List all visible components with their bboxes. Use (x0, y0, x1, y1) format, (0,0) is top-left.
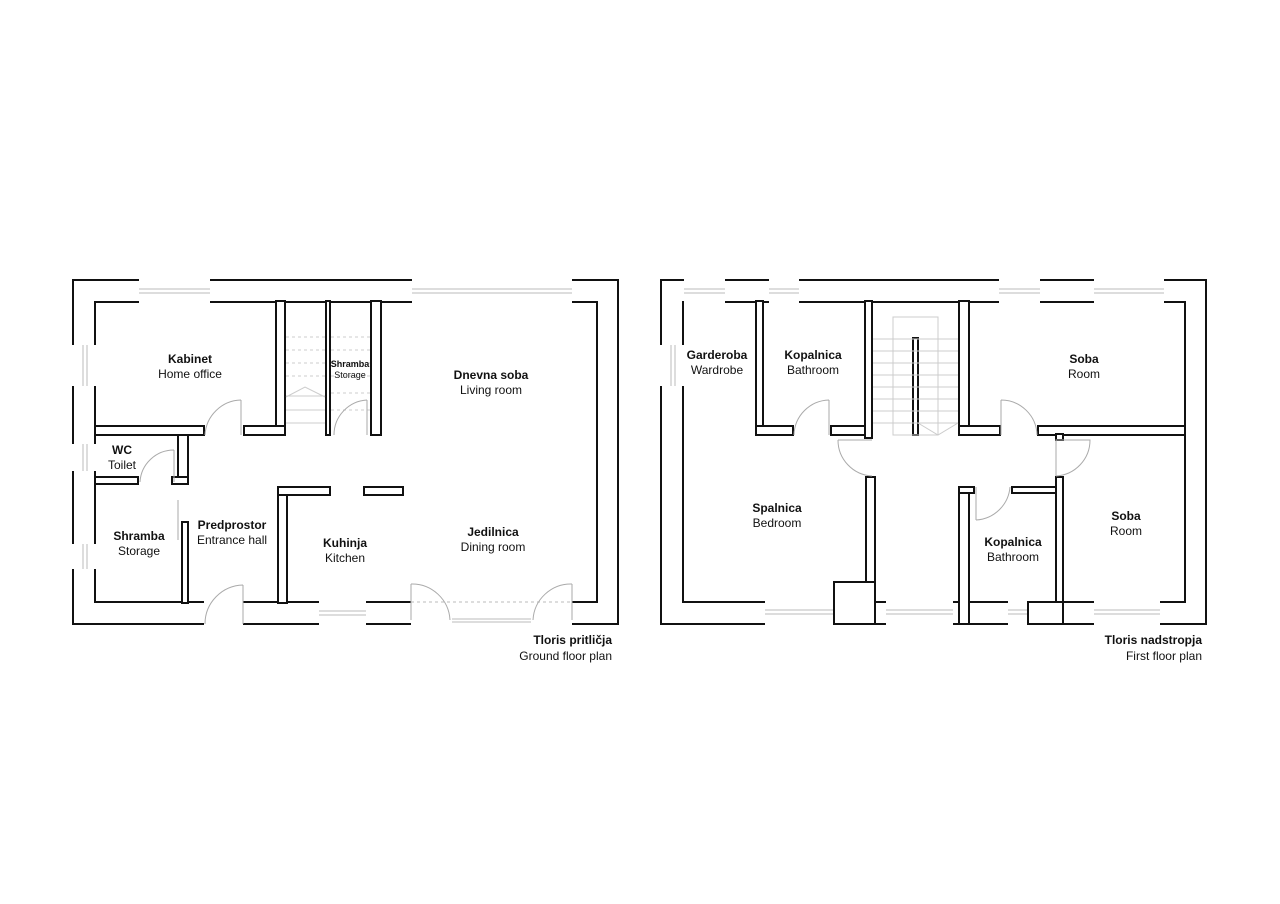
room-name: Kopalnica (984, 535, 1042, 549)
door-swings (139, 399, 573, 625)
staircase (285, 336, 370, 424)
door-swings (793, 399, 1091, 521)
room-name: Garderoba (686, 348, 748, 362)
room-translation: Bedroom (752, 516, 802, 530)
staircase (873, 316, 959, 436)
room-translation: Room (1067, 367, 1101, 381)
room-translation: Kitchen (324, 551, 366, 565)
room-translation: Storage (117, 544, 161, 558)
room-name: Dnevna soba (453, 368, 529, 382)
caption-subtitle: First floor plan (1125, 649, 1202, 663)
first-floor-plan (660, 279, 1207, 625)
outer-wall (660, 279, 1207, 625)
room-translation: Dining room (460, 540, 526, 554)
caption-title: Tloris nadstropja (1104, 633, 1202, 647)
room-translation: Bathroom (986, 550, 1040, 564)
room-name: Kuhinja (323, 536, 367, 550)
room-name: Predprostor (197, 518, 267, 532)
caption-title: Tloris pritličja (533, 633, 612, 647)
ground-floor-plan (72, 279, 619, 625)
room-translation: Toilet (107, 458, 137, 472)
outer-wall (72, 279, 619, 625)
room-translation: Home office (158, 367, 222, 381)
room-name: Jedilnica (467, 525, 519, 539)
room-translation: Wardrobe (690, 363, 744, 377)
room-name: WC (111, 443, 132, 457)
room-name: Soba (1111, 509, 1141, 523)
room-translation: Bathroom (786, 363, 840, 377)
room-translation: Living room (459, 383, 523, 397)
room-name: Spalnica (752, 501, 802, 515)
interior-walls (755, 300, 1186, 625)
room-translation: Room (1109, 524, 1143, 538)
room-name: Kopalnica (784, 348, 842, 362)
caption-subtitle: Ground floor plan (519, 649, 612, 663)
room-name: Soba (1069, 352, 1099, 366)
room-translation: Storage (334, 370, 366, 380)
room-name: Kabinet (167, 352, 212, 366)
room-name: Shramba (113, 529, 165, 543)
interior-walls (94, 300, 404, 604)
openings (72, 279, 572, 625)
room-translation: Entrance hall (196, 533, 268, 547)
room-name: Shramba (330, 359, 370, 369)
openings (660, 279, 1164, 625)
